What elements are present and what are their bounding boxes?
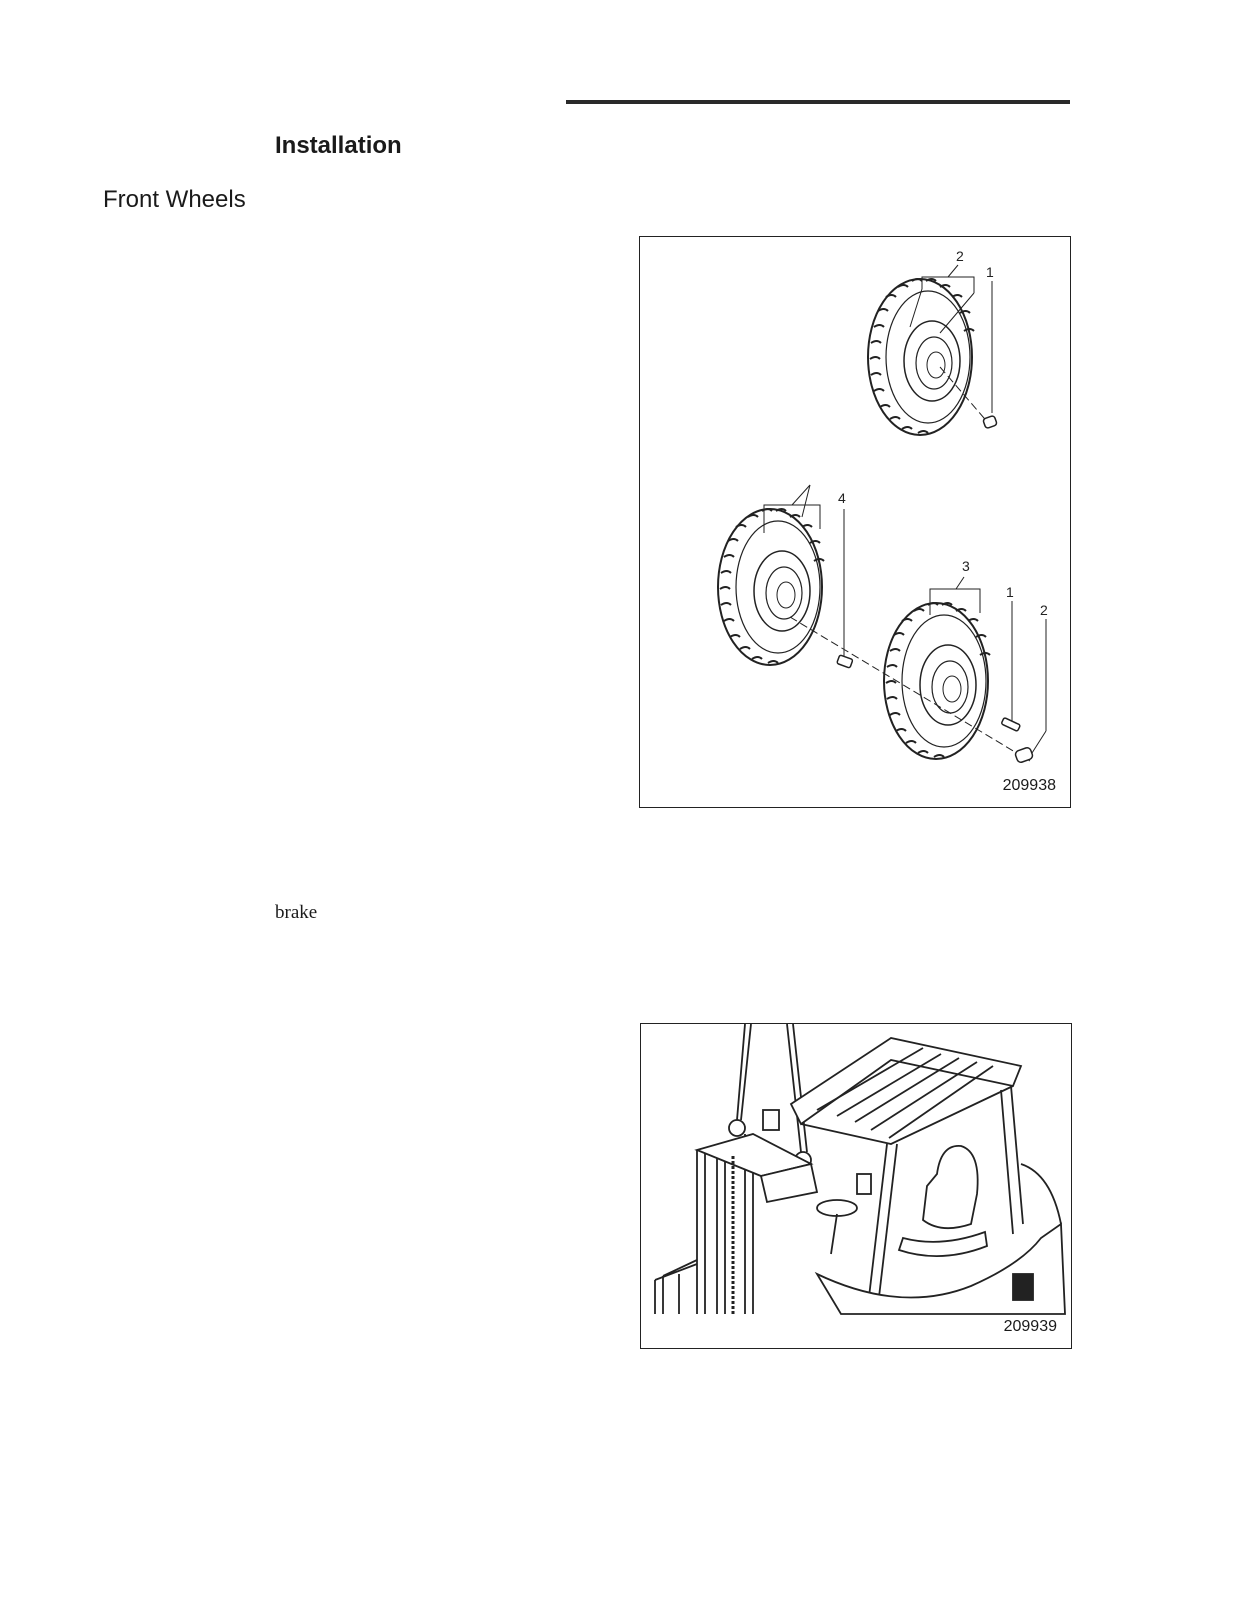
subsection-heading: Front Wheels: [103, 186, 246, 213]
section-heading: Installation: [275, 132, 402, 159]
body-text-fragment: brake: [275, 902, 318, 923]
truck-lifting-figure: 209939: [640, 1023, 1072, 1349]
callout-2-bottom: 2: [1040, 602, 1048, 618]
callout-4: 4: [838, 490, 846, 506]
callout-3: 3: [962, 558, 970, 574]
figure-number: 209939: [1003, 1318, 1057, 1335]
callout-2-top: 2: [956, 248, 964, 264]
header-rule: [566, 100, 1070, 104]
figure-number: 209938: [1002, 777, 1056, 794]
callout-1-top: 1: [986, 264, 994, 280]
callout-1-bottom: 1: [1006, 584, 1014, 600]
wheel-exploded-figure: 2 1 4 3 1 2 209938: [639, 236, 1071, 808]
truck-lifting-drawing: [654, 1024, 1066, 1315]
wheel-exploded-drawing: 2 1 4 3 1 2: [717, 248, 1048, 763]
